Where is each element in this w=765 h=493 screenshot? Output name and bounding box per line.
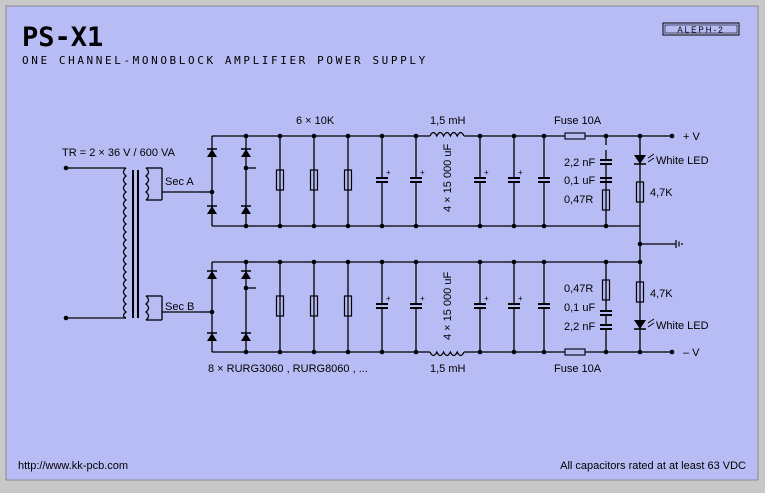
- resistors-label: 6 × 10K: [296, 115, 335, 127]
- badge-label: ALEPH-2: [677, 26, 724, 35]
- badge: ALEPH-2: [662, 22, 740, 36]
- bottom-inductor: [429, 348, 465, 357]
- diodes-label: 8 × RURG3060 , RURG8060 , ...: [208, 363, 368, 375]
- transformer: [66, 167, 200, 321]
- output-positive-label: + V: [683, 131, 700, 143]
- top-filter-bank: [275, 136, 655, 226]
- ground-icon: [675, 240, 683, 248]
- res-4k7-bottom-label: 4,7K: [650, 288, 673, 300]
- page-background: [5, 5, 759, 481]
- capacitor-rating-note: All capacitors rated at at least 63 VDC: [560, 460, 746, 472]
- cap-100n-top-label: 0,1 uF: [564, 175, 595, 187]
- inductor-bottom-label: 1,5 mH: [430, 363, 466, 375]
- fuse-top-label: Fuse 10A: [554, 115, 602, 127]
- led-top-label: White LED: [656, 155, 709, 167]
- fuse-bottom-label: Fuse 10A: [554, 363, 602, 375]
- page-title: PS-X1: [22, 22, 103, 53]
- res-047-bottom-label: 0,47R: [564, 283, 593, 295]
- caps-bottom-label: 4 × 15 000 uF: [442, 272, 454, 340]
- res-4k7-top-label: 4,7K: [650, 187, 673, 199]
- bottom-filter-bank: [275, 262, 655, 352]
- website-url: http://www.kk-pcb.com: [18, 460, 128, 472]
- cap-100n-bottom-label: 0,1 uF: [564, 302, 595, 314]
- sec-a-label: Sec A: [165, 176, 194, 188]
- diode-bridge: [200, 136, 256, 352]
- page-subtitle: ONE CHANNEL-MONOBLOCK AMPLIFIER POWER SU…: [22, 54, 428, 67]
- cap-2n2-top-label: 2,2 nF: [564, 157, 595, 169]
- cap-2n2-bottom-label: 2,2 nF: [564, 321, 595, 333]
- transformer-label: TR = 2 × 36 V / 600 VA: [62, 147, 176, 159]
- top-inductor: [429, 131, 465, 139]
- output-negative-label: – V: [683, 347, 700, 359]
- led-bottom-label: White LED: [656, 320, 709, 332]
- bottom-fuse: [564, 348, 586, 356]
- res-047-top-label: 0,47R: [564, 194, 593, 206]
- sec-b-label: Sec B: [165, 301, 194, 313]
- inductor-top-label: 1,5 mH: [430, 115, 466, 127]
- caps-top-label: 4 × 15 000 uF: [442, 144, 454, 212]
- top-fuse: [564, 132, 586, 140]
